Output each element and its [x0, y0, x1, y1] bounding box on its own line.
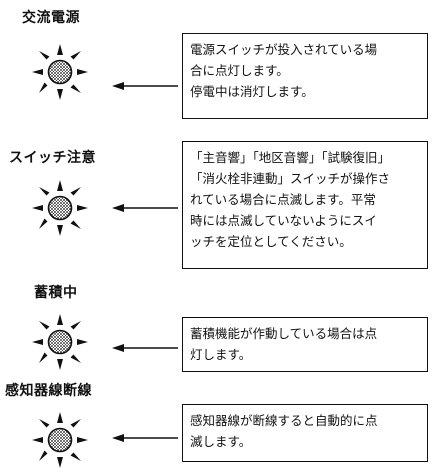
- arrow-left-icon: [112, 80, 178, 92]
- description-line: ッチを定位としてください。: [190, 234, 352, 249]
- indicator-description-box: 感知器線が断線すると自動的に点 滅します。: [182, 404, 428, 462]
- description-line: 「主音響」「地区音響」「試験復旧」: [190, 150, 391, 165]
- lit-lamp-icon: [30, 312, 90, 372]
- indicator-description-box: 電源スイッチが投入されている場 合に点灯します。 停電中は消灯します。: [182, 33, 428, 119]
- indicator-description-box: 「主音響」「地区音響」「試験復旧」 「消火栓非連動」スイッチが操作さ れている場…: [182, 141, 428, 269]
- lit-lamp-icon: [30, 42, 90, 102]
- indicator-title: スイッチ注意: [9, 150, 96, 166]
- description-line: 滅します。: [190, 434, 252, 449]
- indicator-title: 感知器線断線: [5, 383, 92, 399]
- lit-lamp-icon: [30, 410, 90, 470]
- description-line: 灯します。: [190, 347, 252, 362]
- description-line: 合に点灯します。: [190, 63, 289, 78]
- arrow-left-icon: [112, 202, 178, 214]
- arrow-left-icon: [112, 342, 178, 354]
- description-line: れている場合に点滅します。平常: [190, 192, 376, 207]
- description-line: 蓄積機能が作動している場合は点: [190, 326, 378, 341]
- description-line: 電源スイッチが投入されている場: [190, 42, 378, 57]
- description-line: 停電中は消灯します。: [190, 84, 314, 99]
- description-line: 「消火栓非連動」スイッチが操作さ: [190, 171, 391, 186]
- description-line: 時には点滅していないようにスイ: [190, 213, 377, 228]
- indicator-description-box: 蓄積機能が作動している場合は点 灯します。: [182, 317, 428, 372]
- indicator-title: 交流電源: [22, 10, 80, 26]
- indicator-title: 蓄積中: [34, 285, 78, 301]
- lit-lamp-icon: [30, 178, 90, 238]
- description-line: 感知器線が断線すると自動的に点: [190, 413, 378, 428]
- arrow-left-icon: [112, 432, 178, 444]
